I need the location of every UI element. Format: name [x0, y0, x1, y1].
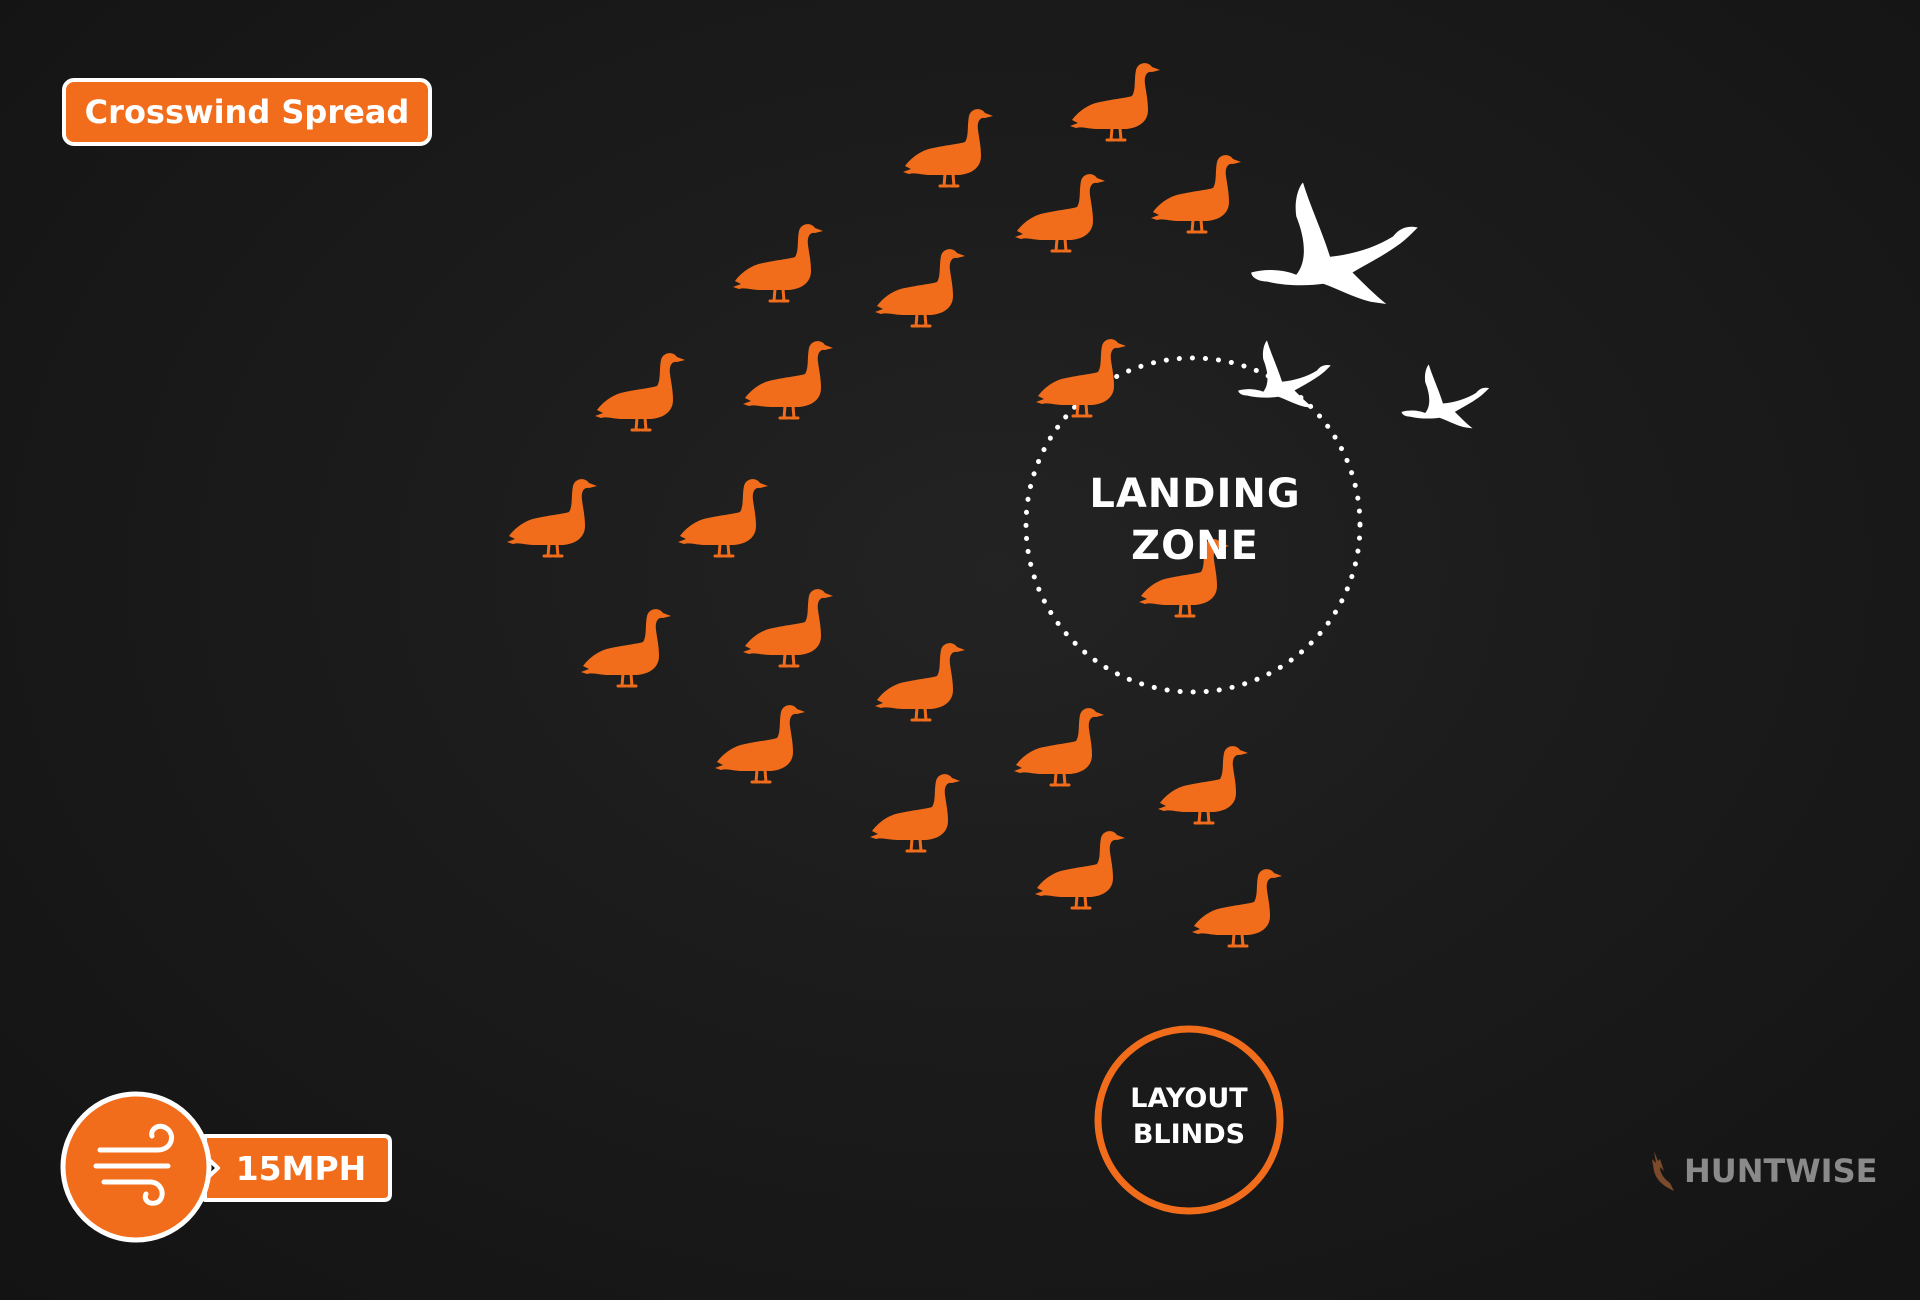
landing-zone-label-line1: LANDING [1089, 471, 1301, 517]
goose-decoy-icon [873, 641, 967, 722]
layout-blinds-label-line1: LAYOUT [1130, 1083, 1248, 1114]
goose-decoy-icon [1013, 172, 1107, 253]
flying-geese [1238, 182, 1490, 429]
goose-decoy-icon [868, 772, 962, 853]
goose-decoy-icon [1156, 744, 1250, 825]
brand-name: HUNTWISE [1684, 1152, 1878, 1190]
goose-decoy-icon [593, 351, 687, 432]
goose-decoy-icon [873, 247, 967, 328]
goose-decoy-icon [731, 222, 825, 303]
goose-decoy-icon [1012, 706, 1106, 787]
flying-goose-icon [1401, 364, 1490, 429]
layout-blinds-ring [1094, 1025, 1284, 1215]
landing-zone-circle [1023, 355, 1363, 695]
flying-goose-icon [1238, 340, 1331, 408]
layout-blinds-label: LAYOUT BLINDS [1093, 1081, 1285, 1153]
goose-decoy-icon [741, 339, 835, 420]
goose-decoy-icon [1149, 153, 1243, 234]
wind-speed-tag [203, 1134, 392, 1202]
landing-zone-label: LANDING ZONE [1040, 468, 1350, 572]
flying-goose-icon [1251, 182, 1418, 304]
wind-icon [93, 1123, 175, 1206]
wind-speed-label: 15MPH [235, 1149, 367, 1188]
goose-decoy-icon [1190, 867, 1284, 948]
goose-decoy-icon [741, 587, 835, 668]
antler-logo-icon [1652, 1151, 1674, 1191]
goose-decoy-icon [676, 477, 770, 558]
layout-blinds-label-line2: BLINDS [1132, 1119, 1246, 1150]
goose-decoy-icon [505, 477, 599, 558]
wind-indicator [60, 1091, 392, 1243]
landing-zone-label-line2: ZONE [1131, 523, 1259, 569]
brand-logo: HUNTWISE [1648, 1146, 1877, 1196]
goose-decoy-icon [901, 107, 995, 188]
goose-decoy-icon [1068, 61, 1162, 142]
title-badge: Crosswind Spread [62, 78, 432, 146]
goose-decoy-icon [1033, 829, 1127, 910]
goose-decoy-icon [579, 607, 673, 688]
goose-decoy-icon [713, 703, 807, 784]
goose-decoy-icon [1034, 337, 1128, 418]
